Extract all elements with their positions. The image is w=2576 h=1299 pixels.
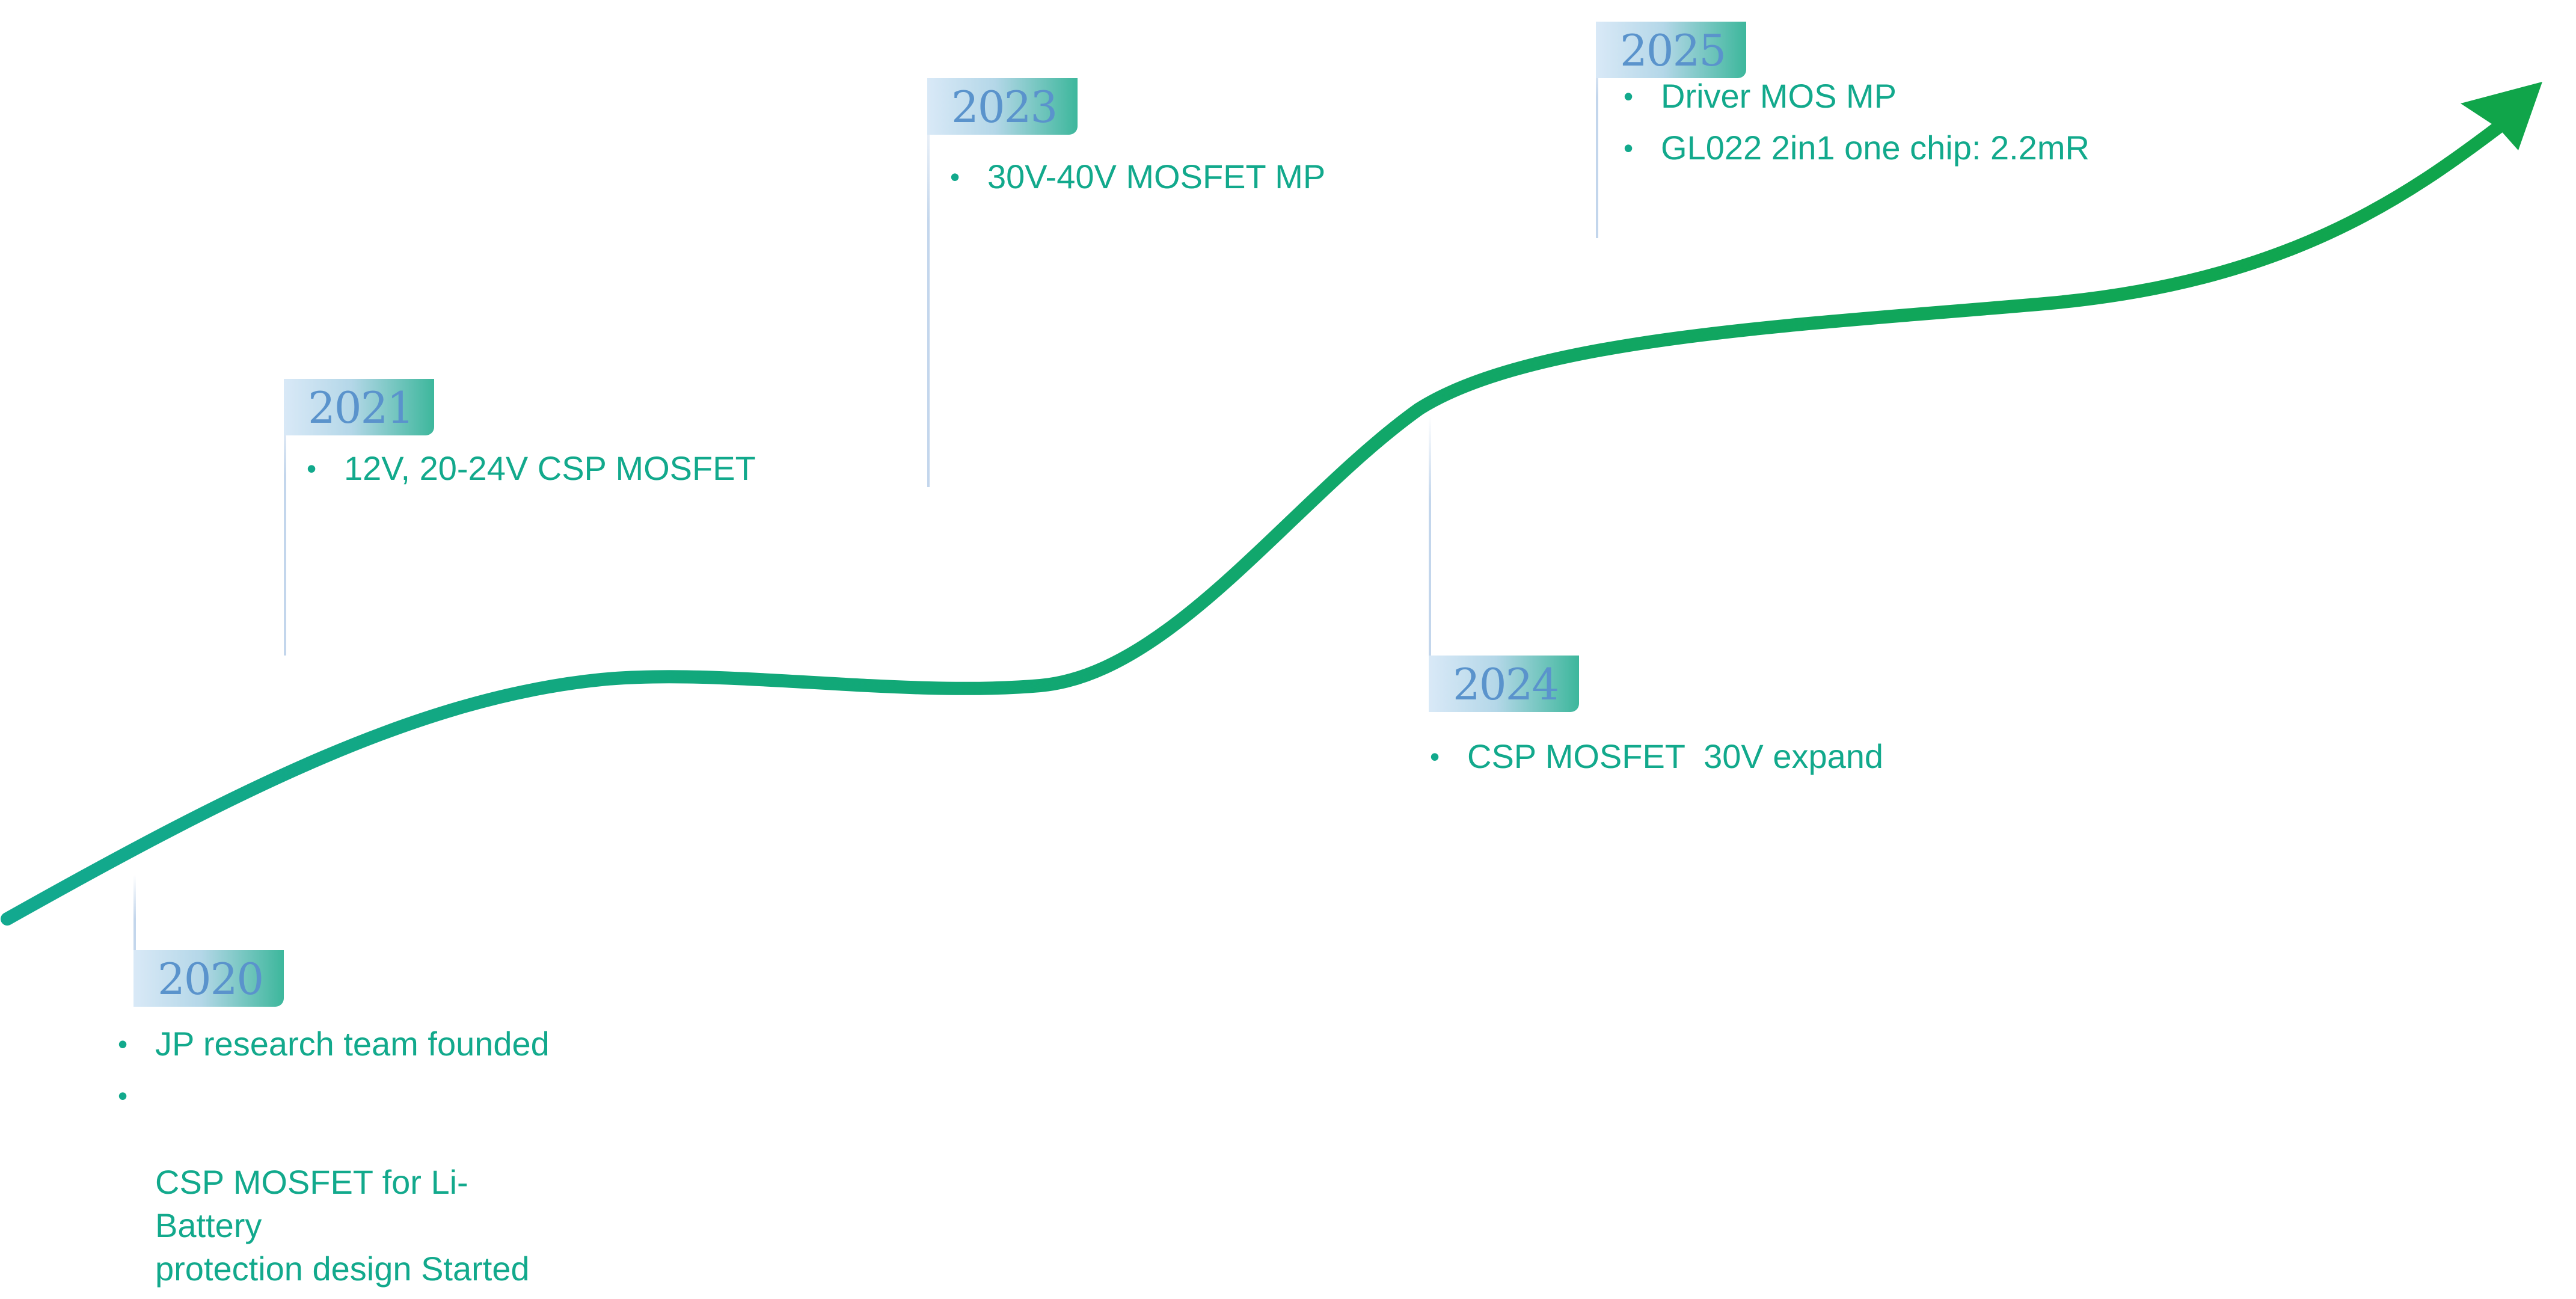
bullet-text: Driver MOS MP (1661, 77, 1897, 115)
list-item: • 30V-40V MOSFET MP (950, 155, 1325, 198)
milestone-line (1596, 22, 1598, 238)
year-label: 2024 (1453, 659, 1559, 710)
bullet-icon: • (118, 1080, 128, 1111)
list-item: • CSP MOSFET for Li-Battery protection d… (118, 1074, 550, 1291)
year-label: 2020 (158, 954, 264, 1004)
bullet-icon: • (118, 1028, 128, 1060)
bullet-text: CSP MOSFET for Li-Battery protection des… (155, 1163, 530, 1288)
bullet-list: • JP research team founded • CSP MOSFET … (118, 1022, 550, 1299)
bullet-text: 12V, 20-24V CSP MOSFET (344, 449, 756, 487)
year-label: 2025 (1620, 25, 1726, 76)
year-tab: 2020 (133, 950, 284, 1007)
year-label: 2021 (308, 382, 414, 433)
growth-curve (1, 82, 2542, 926)
milestone-line (284, 379, 286, 656)
list-item: • Driver MOS MP (1624, 75, 2090, 118)
list-item: • JP research team founded (118, 1022, 550, 1066)
year-tab: 2025 (1596, 22, 1746, 78)
year-tab: 2023 (927, 78, 1078, 135)
milestone-line (927, 78, 930, 487)
timeline-curve (1, 114, 2514, 926)
bullet-list: • CSP MOSFET 30V expand (1430, 735, 1883, 787)
bullet-text: GL022 2in1 one chip: 2.2mR (1661, 129, 2090, 167)
bullet-text: CSP MOSFET 30V expand (1467, 737, 1884, 775)
arrow-head-icon (2461, 82, 2542, 150)
bullet-list: • Driver MOS MP • GL022 2in1 one chip: 2… (1624, 75, 2090, 178)
list-item: • 12V, 20-24V CSP MOSFET (307, 447, 756, 490)
bullet-text: JP research team founded (155, 1025, 550, 1063)
bullet-text: 30V-40V MOSFET MP (987, 158, 1326, 195)
bullet-list: • 30V-40V MOSFET MP (950, 155, 1325, 207)
year-label: 2023 (951, 82, 1058, 132)
milestone-line (133, 875, 136, 1001)
list-item: • CSP MOSFET 30V expand (1430, 735, 1883, 778)
bullet-list: • 12V, 20-24V CSP MOSFET (307, 447, 756, 499)
year-tab: 2021 (284, 379, 434, 435)
bullet-icon: • (1624, 132, 1634, 164)
milestone-line (1429, 415, 1431, 656)
year-tab: 2024 (1429, 656, 1579, 712)
bullet-icon: • (1624, 81, 1634, 112)
bullet-icon: • (1430, 741, 1440, 772)
bullet-icon: • (307, 453, 317, 484)
bullet-icon: • (950, 161, 960, 192)
list-item: • GL022 2in1 one chip: 2.2mR (1624, 126, 2090, 170)
